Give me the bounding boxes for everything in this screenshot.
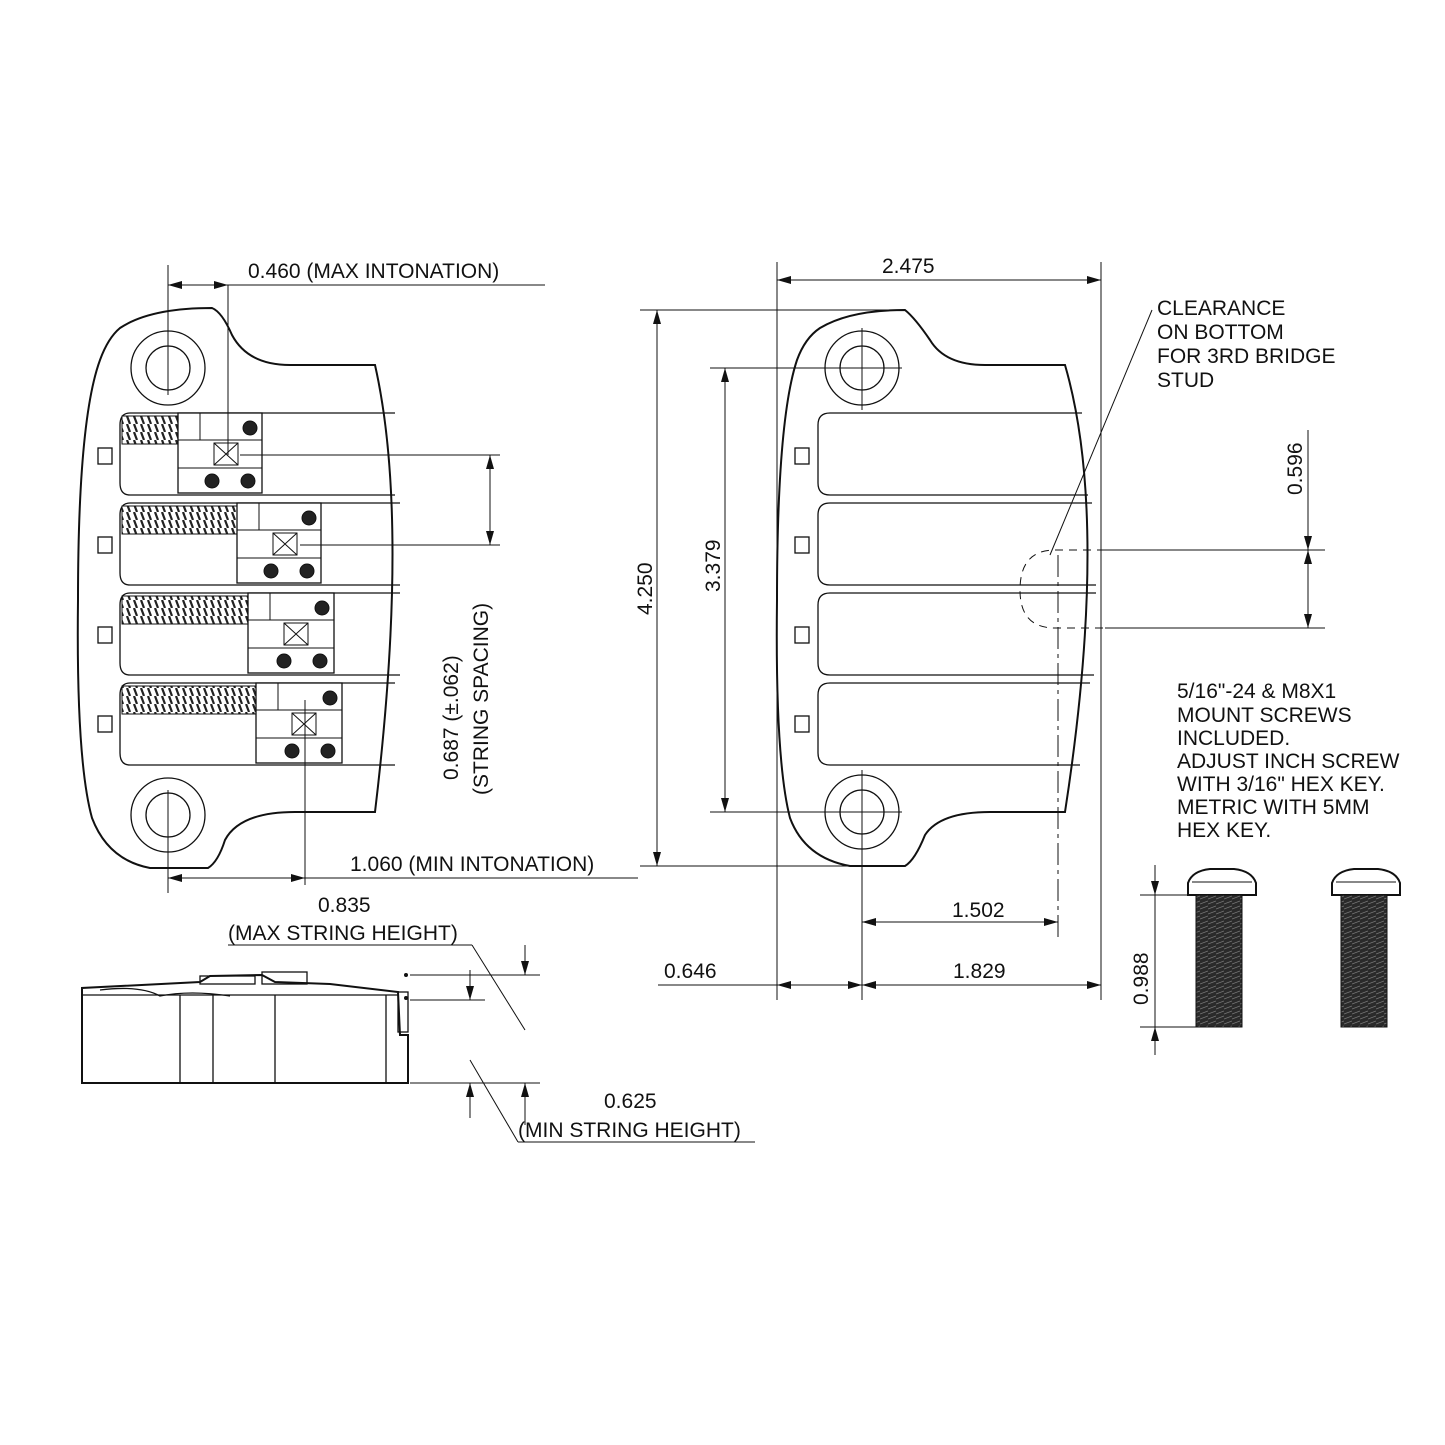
clearance-note: CLEARANCE ON BOTTOM FOR 3RD BRIDGE STUD [1049,297,1336,556]
screw-note-line-4: ADJUST INCH SCREW [1177,750,1400,773]
hole-spacing: 3.379 [702,539,725,592]
dim-min-intonation: 1.060 (MIN INTONATION) [168,700,638,885]
max-height-value: 0.835 [318,894,371,917]
max-intonation-label: 0.460 (MAX INTONATION) [248,260,499,283]
dim-overall-width: 2.475 [776,255,1102,1000]
top-view-with-saddles [76,265,400,893]
dim-overall-height: 4.250 [634,309,905,867]
dim-max-intonation: 0.460 (MAX INTONATION) [168,260,545,289]
dim-clearance-offset: 0.596 [1105,430,1325,629]
screw-note-line-5: WITH 3/16" HEX KEY. [1177,773,1385,796]
min-height-value: 0.625 [604,1090,657,1113]
inch-mount-screw [1187,868,1257,1028]
right-offset: 1.829 [953,960,1006,983]
dim-bottom-offsets: 0.646 1.829 [658,960,1101,989]
screw-note: 5/16"-24 & M8X1 MOUNT SCREWS INCLUDED. A… [1177,680,1400,842]
screw-length: 0.988 [1130,952,1153,1005]
dim-stud-position: 1.502 [862,899,1058,926]
clearance-line-1: CLEARANCE [1157,297,1285,320]
height-total: 4.250 [634,562,657,615]
max-height-label: (MAX STRING HEIGHT) [228,922,458,945]
saddle-2 [236,502,322,584]
dim-string-height: 0.835 (MAX STRING HEIGHT) 0.625 (MIN STR… [228,894,755,1143]
clearance-line-4: STUD [1157,369,1214,392]
clearance-line-2: ON BOTTOM [1157,321,1284,344]
left-offset: 0.646 [664,960,717,983]
dim-hole-spacing: 3.379 [702,367,822,813]
dim-screw-length: 0.988 [1130,865,1196,1055]
min-height-label: (MIN STRING HEIGHT) [518,1119,741,1142]
screw-note-line-2: MOUNT SCREWS [1177,704,1352,727]
screw-note-line-7: HEX KEY. [1177,819,1271,842]
stud-position: 1.502 [952,899,1005,922]
dim-string-spacing: 0.687 (±.062) (STRING SPACING) [240,454,500,795]
base-plate-view [775,308,1105,1000]
clearance-offset: 0.596 [1284,442,1307,495]
saddle-1 [177,412,263,494]
screw-note-line-1: 5/16"-24 & M8X1 [1177,680,1336,703]
saddle-4 [255,682,343,764]
min-intonation-label: 1.060 (MIN INTONATION) [350,853,594,876]
metric-mount-screw [1331,868,1401,1028]
string-spacing-label: (STRING SPACING) [470,603,493,795]
width-total: 2.475 [882,255,935,278]
screw-note-line-3: INCLUDED. [1177,727,1290,750]
screw-note-line-6: METRIC WITH 5MM [1177,796,1369,819]
clearance-line-3: FOR 3RD BRIDGE [1157,345,1336,368]
string-spacing-value: 0.687 (±.062) [440,655,463,780]
saddle-3 [247,592,335,674]
side-view [81,971,409,1084]
